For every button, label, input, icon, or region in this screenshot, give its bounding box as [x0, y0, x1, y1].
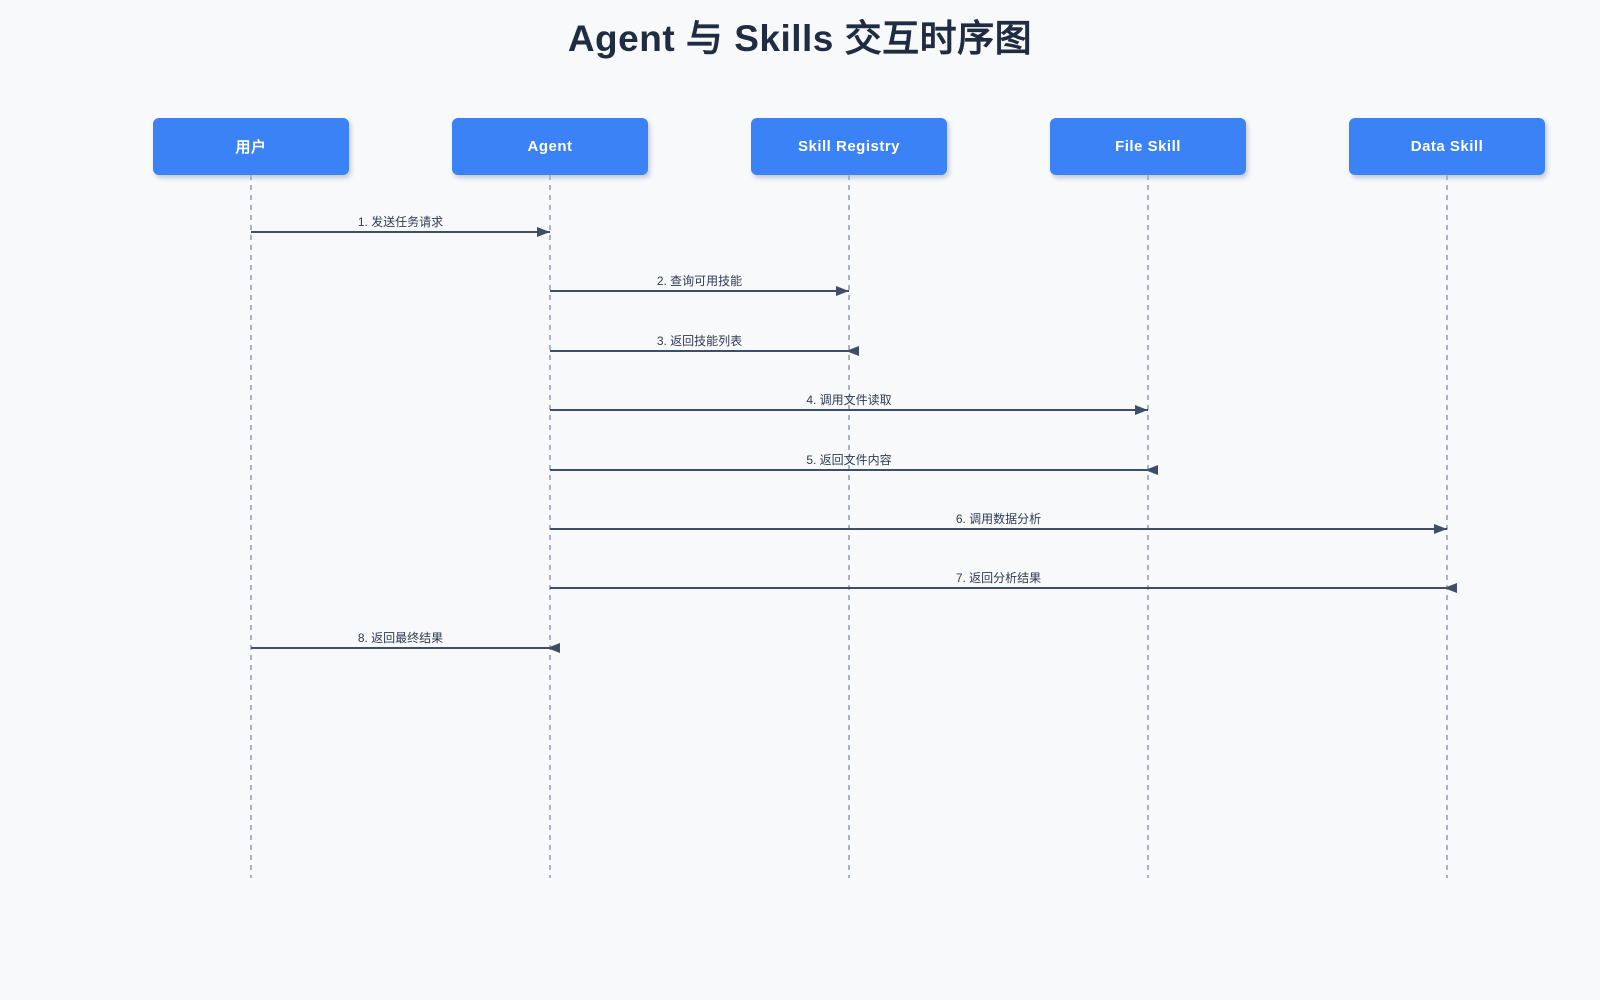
message-label-2: 2. 查询可用技能: [656, 274, 743, 288]
message-label-7: 7. 返回分析结果: [955, 571, 1042, 585]
arrowhead-right-icon: [1434, 524, 1447, 534]
arrowhead-left-icon: [846, 346, 859, 356]
message-line-6: [550, 528, 1447, 530]
arrowhead-left-icon: [1444, 583, 1457, 593]
message-line-1: [251, 231, 550, 233]
lifeline-用户: [250, 175, 252, 878]
message-line-3: [550, 350, 859, 352]
message-label-4: 4. 调用文件读取: [806, 393, 892, 407]
message-line-2: [550, 290, 849, 292]
actor-box-skill-registry: Skill Registry: [751, 118, 947, 175]
message-label-5: 5. 返回文件内容: [806, 453, 892, 467]
actor-box-file-skill: File Skill: [1050, 118, 1246, 175]
arrowhead-right-icon: [537, 227, 550, 237]
arrowhead-left-icon: [547, 643, 560, 653]
actor-box-用户: 用户: [153, 118, 349, 175]
diagram-title: Agent 与 Skills 交互时序图: [567, 18, 1033, 59]
message-line-8: [251, 647, 560, 649]
arrowhead-right-icon: [836, 286, 849, 296]
actor-box-agent: Agent: [452, 118, 648, 175]
message-line-4: [550, 409, 1148, 411]
actor-label: Agent: [527, 138, 573, 155]
message-line-5: [550, 469, 1158, 471]
arrowhead-left-icon: [1145, 465, 1158, 475]
lifeline-agent: [549, 175, 551, 878]
message-line-7: [550, 587, 1457, 589]
actor-label: File Skill: [1115, 138, 1181, 155]
message-label-3: 3. 返回技能列表: [656, 334, 743, 348]
lifeline-data-skill: [1446, 175, 1448, 878]
actor-box-data-skill: Data Skill: [1349, 118, 1545, 175]
message-label-1: 1. 发送任务请求: [357, 215, 444, 229]
actor-label: Skill Registry: [797, 138, 901, 155]
actor-label: Data Skill: [1410, 138, 1484, 155]
lifeline-file-skill: [1147, 175, 1149, 878]
arrowhead-right-icon: [1135, 405, 1148, 415]
message-label-6: 6. 调用数据分析: [955, 512, 1042, 526]
lifeline-skill-registry: [848, 175, 850, 878]
actor-label: 用户: [235, 139, 267, 156]
message-label-8: 8. 返回最终结果: [357, 631, 444, 645]
